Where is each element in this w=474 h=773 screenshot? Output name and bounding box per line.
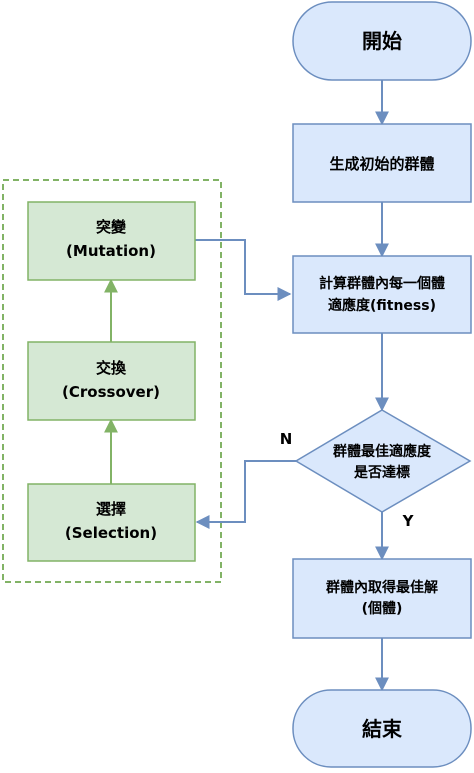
decision-label-line2: 是否達標 <box>354 464 410 481</box>
start-terminal: 開始 <box>292 1 472 81</box>
fitness-label-line1: 計算群體內每一個體 <box>319 275 445 292</box>
fitness-evaluation-process: 計算群體內每一個體 適應度(fitness) <box>292 255 472 334</box>
selection-process: 選擇 (Selection) <box>27 483 196 562</box>
decision-label-line1: 群體最佳適應度 <box>332 443 432 460</box>
best-solution-process: 群體內取得最佳解 (個體) <box>292 558 472 639</box>
init-population-label: 生成初始的群體 <box>329 155 434 173</box>
crossover-label-line1: 交換 <box>96 359 127 377</box>
mutation-label-line2: (Mutation) <box>66 242 156 260</box>
selection-label-line1: 選擇 <box>96 500 126 518</box>
best-solution-label-line1: 群體內取得最佳解 <box>325 579 438 596</box>
crossover-label-line2: (Crossover) <box>62 383 160 401</box>
edge-mutation-to-fitness <box>195 239 292 301</box>
edge-label-yes: Y <box>402 512 415 530</box>
init-population-process: 生成初始的群體 <box>292 123 472 203</box>
mutation-process: 突變 (Mutation) <box>27 201 196 281</box>
crossover-process: 交換 (Crossover) <box>27 341 196 421</box>
end-label: 結束 <box>362 717 403 741</box>
selection-label-line2: (Selection) <box>65 524 157 542</box>
best-solution-label-line2: (個體) <box>362 600 403 617</box>
fitness-label-line2: 適應度(fitness) <box>328 297 436 314</box>
edge-decision-to-selection <box>195 460 296 529</box>
edge-label-no: N <box>280 430 293 448</box>
mutation-label-line1: 突變 <box>96 218 127 236</box>
start-label: 開始 <box>362 29 402 53</box>
end-terminal: 結束 <box>292 689 472 768</box>
fitness-check-decision: 群體最佳適應度 是否達標 <box>294 409 472 513</box>
